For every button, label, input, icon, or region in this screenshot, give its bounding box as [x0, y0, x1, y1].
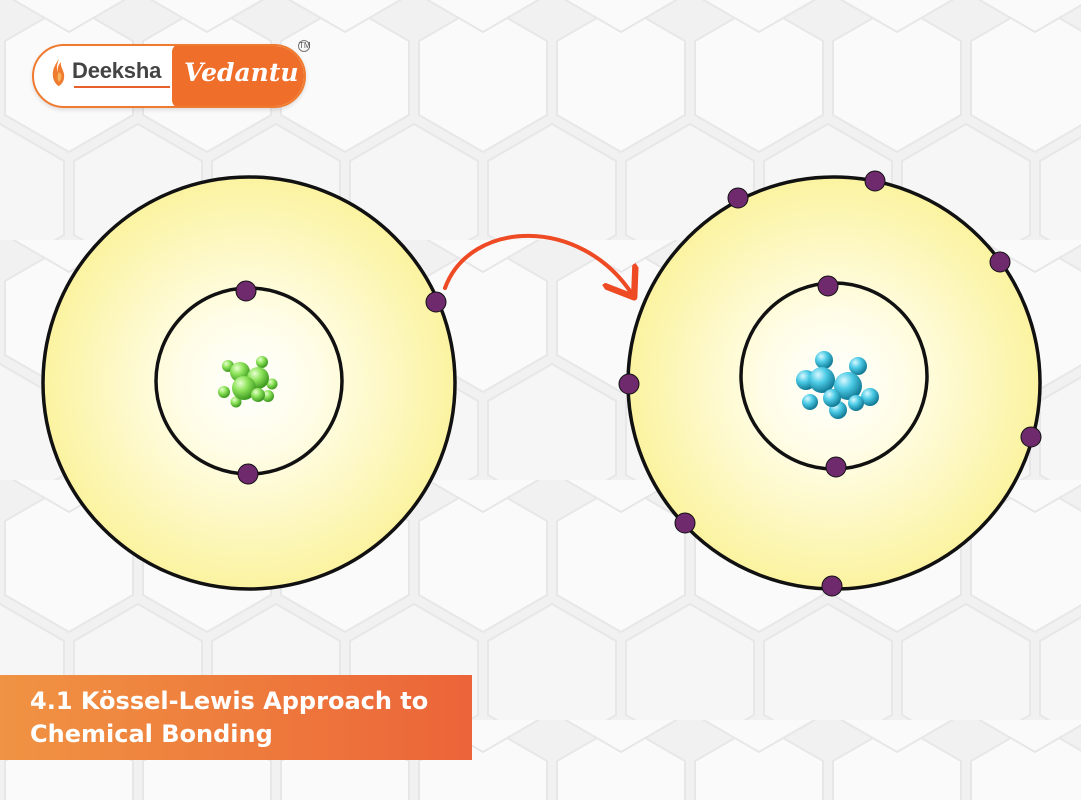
flame-icon [52, 59, 65, 86]
title-banner: 4.1 Kössel-Lewis Approach to Chemical Bo… [0, 675, 472, 760]
valence-electron [425, 291, 447, 313]
page-title: 4.1 Kössel-Lewis Approach to Chemical Bo… [30, 685, 460, 751]
valence-electron [864, 170, 886, 192]
electron [825, 456, 847, 478]
valence-electron [727, 187, 749, 209]
title-line-1: 4.1 Kössel-Lewis Approach to [30, 687, 429, 715]
electron [235, 280, 257, 302]
valence-electron [618, 373, 640, 395]
valence-electron [674, 512, 696, 534]
valence-electron [989, 251, 1011, 273]
deeksha-vedantu-logo: Deeksha Vedantu [32, 44, 306, 108]
title-line-2: Chemical Bonding [30, 720, 273, 748]
valence-electron [1020, 426, 1042, 448]
valence-electron [821, 575, 843, 597]
logo-right-panel [172, 46, 304, 106]
right-atom [618, 170, 1042, 597]
trademark-badge: TM [298, 40, 311, 52]
logo-vedantu-text: Vedantu [184, 58, 299, 87]
electron-transfer-arrow [443, 234, 632, 294]
electron [237, 463, 259, 485]
electron [817, 275, 839, 297]
right-nucleus [796, 351, 879, 419]
logo-deeksha-text: Deeksha [72, 58, 162, 83]
left-nucleus [218, 356, 278, 408]
left-atom [41, 175, 457, 591]
logo-underline [74, 86, 170, 88]
